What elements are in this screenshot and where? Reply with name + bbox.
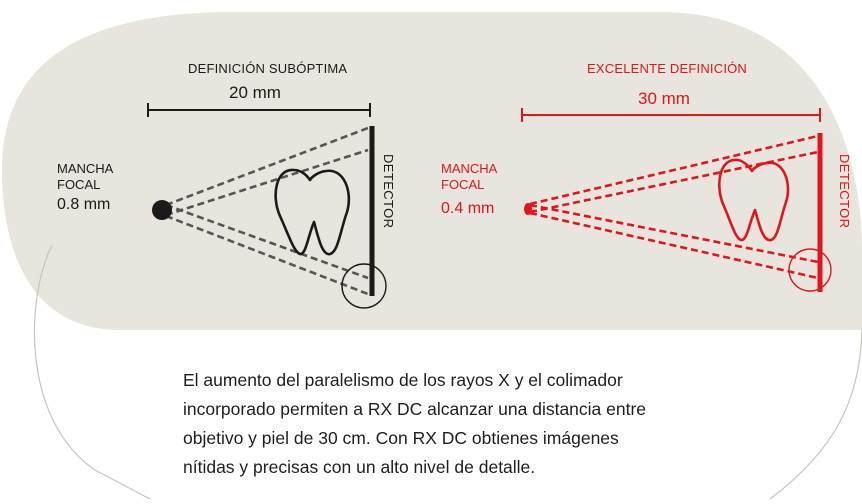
left-focal-size: 0.8 mm [57, 196, 111, 213]
right-diagram [521, 108, 832, 292]
left-distance: 20 mm [229, 83, 281, 102]
left-detail-circle [341, 263, 387, 309]
right-focal-label-line2: FOCAL [441, 177, 485, 192]
caption-line-3: objetivo y piel de 30 cm. Con RX DC obti… [183, 428, 619, 448]
background-shape [2, 12, 862, 330]
outline-curve [33, 244, 862, 500]
right-header: EXCELENTE DEFINICIÓN [587, 61, 748, 76]
left-tooth-icon [274, 168, 351, 256]
right-focal-label-line1: MANCHA [441, 161, 498, 176]
left-focal-label-line1: MANCHA [57, 161, 114, 176]
right-focal-spot [524, 203, 532, 215]
left-focal-label-line2: FOCAL [57, 177, 101, 192]
caption-line-4: nítidas y precisas con un alto nivel de … [183, 457, 536, 477]
caption-line-2: incorporado permiten a RX DC alcanzar un… [183, 399, 647, 419]
right-tooth-icon [717, 158, 790, 242]
left-detector-label: DETECTOR [381, 154, 396, 229]
right-distance: 30 mm [638, 89, 690, 108]
right-detail-circle [788, 248, 832, 292]
right-focal-size: 0.4 mm [441, 200, 495, 217]
right-detector-label: DETECTOR [837, 154, 852, 229]
caption: El aumento del paralelismo de los rayos … [183, 366, 783, 482]
left-diagram [147, 103, 387, 309]
left-xray-beams [165, 126, 369, 296]
left-focal-spot [152, 200, 172, 220]
right-xray-beams [529, 134, 819, 280]
caption-line-1: El aumento del paralelismo de los rayos … [183, 370, 623, 390]
left-header: DEFINICIÓN SUBÓPTIMA [188, 61, 348, 76]
